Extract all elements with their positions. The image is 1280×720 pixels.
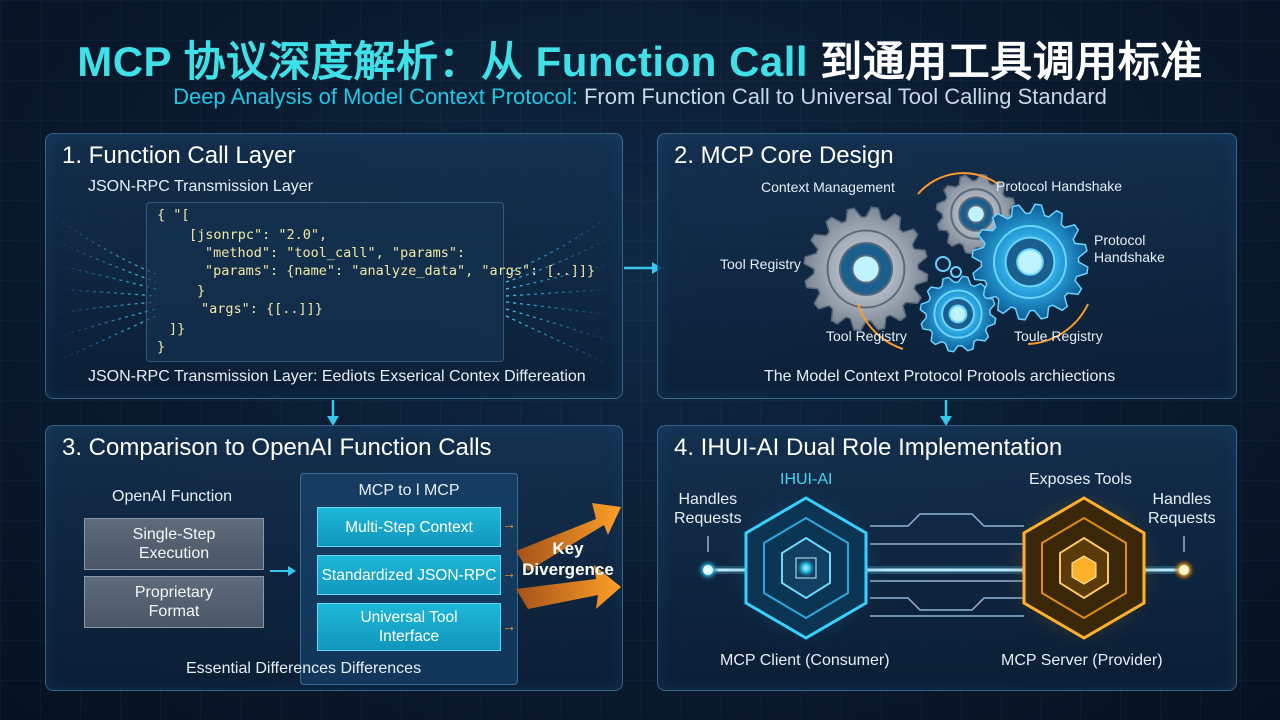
- openai-header: OpenAI Function: [112, 488, 233, 505]
- client-top-label: IHUI-AI: [780, 471, 833, 488]
- mcp-header: MCP to l MCP: [358, 482, 460, 499]
- mcp-item-universal: Universal Tool Interface: [317, 603, 501, 651]
- page-subtitle: Deep Analysis of Model Context Protocol:…: [0, 84, 1280, 110]
- label-toule-registry: Toule Registry: [1014, 328, 1103, 344]
- panel2-title: 2. MCP Core Design: [674, 142, 894, 169]
- server-caption: MCP Server (Provider): [1001, 652, 1163, 669]
- code-line: "args": {[..]]}: [201, 301, 323, 317]
- gears-illustration: [803, 172, 1089, 353]
- title-highlight: MCP 协议深度解析：从 Function Call: [77, 38, 809, 85]
- label-protocol-handshake-right: Protocol Handshake: [1094, 232, 1165, 265]
- openai-item-proprietary: Proprietary Format: [84, 576, 264, 628]
- orange-arrow-small: →: [502, 516, 516, 532]
- right-handles-requests: Handles Requests: [1148, 491, 1216, 527]
- panel1-label-top: JSON-RPC Transmission Layer: [88, 178, 313, 195]
- panel4-title: 4. IHUI-AI Dual Role Implementation: [674, 434, 1063, 461]
- code-line: "method": "tool_call", "params":: [205, 245, 466, 261]
- panel-dual-role: 4. IHUI-AI Dual Role Implementation: [657, 425, 1237, 691]
- orange-arrow-small: →: [502, 565, 516, 581]
- mcp-item-multi-step: Multi-Step Context: [317, 507, 501, 547]
- panel1-title: 1. Function Call Layer: [62, 142, 296, 169]
- openai-item-single-step: Single-Step Execution: [84, 518, 264, 570]
- key-divergence-arrows: [516, 503, 621, 609]
- label-tool-registry-bottom: Tool Registry: [826, 328, 907, 344]
- panel3-title: 3. Comparison to OpenAI Function Calls: [62, 434, 492, 461]
- mcp-item-json-rpc: Standardized JSON-RPC: [317, 555, 501, 595]
- left-handles-requests: Handles Requests: [674, 491, 742, 527]
- orange-arrow-small: →: [502, 618, 516, 634]
- client-caption: MCP Client (Consumer): [720, 652, 890, 669]
- panel-function-call-layer: 1. Function Call Layer JSON-RPC Transmis…: [45, 133, 623, 399]
- json-rpc-code-block: { "[ [jsonrpc": "2.0", "method": "tool_c…: [146, 202, 595, 362]
- gear-icon: [919, 275, 997, 353]
- mcp-group: MCP to l MCP Multi-Step Context Standard…: [300, 473, 518, 685]
- data-stream-graphic: [50, 208, 619, 370]
- code-line: [jsonrpc": "2.0",: [189, 227, 328, 243]
- code-line: "params": {name": "analyze_data", "args"…: [205, 263, 596, 279]
- panel3-caption: Essential Differences Differences: [186, 660, 422, 677]
- label-context-management: Context Management: [761, 179, 895, 195]
- panel2-caption: The Model Context Protocol Protools arch…: [764, 368, 1116, 385]
- dual-role-illustration: [697, 488, 1195, 648]
- title-rest: 到通用工具调用标准: [820, 38, 1203, 85]
- subtitle-rest: From Function Call to Universal Tool Cal…: [583, 84, 1107, 109]
- page-title: MCP 协议深度解析：从 Function Call 到通用工具调用标准: [0, 28, 1280, 89]
- arrow-openai-to-mcp: [270, 566, 296, 576]
- panel1-caption: JSON-RPC Transmission Layer: Eediots Exs…: [88, 368, 586, 385]
- label-tool-registry-left: Tool Registry: [720, 256, 801, 272]
- gear-icon: [803, 206, 929, 332]
- gear-icon: [971, 203, 1089, 321]
- code-line: }: [157, 339, 166, 355]
- code-line: { "[: [157, 207, 190, 223]
- label-protocol-handshake-top: Protocol Handshake: [996, 178, 1123, 194]
- panel-mcp-core-design: 2. MCP Core Design Context Management Pr…: [657, 133, 1237, 399]
- server-top-label: Exposes Tools: [1029, 471, 1132, 488]
- key-divergence-label: Key Divergence: [522, 539, 614, 579]
- code-line: ]}: [169, 321, 186, 337]
- subtitle-highlight: Deep Analysis of Model Context Protocol:: [173, 84, 578, 109]
- panel-comparison: 3. Comparison to OpenAI Function Calls O…: [45, 425, 623, 691]
- code-line: }: [197, 283, 206, 299]
